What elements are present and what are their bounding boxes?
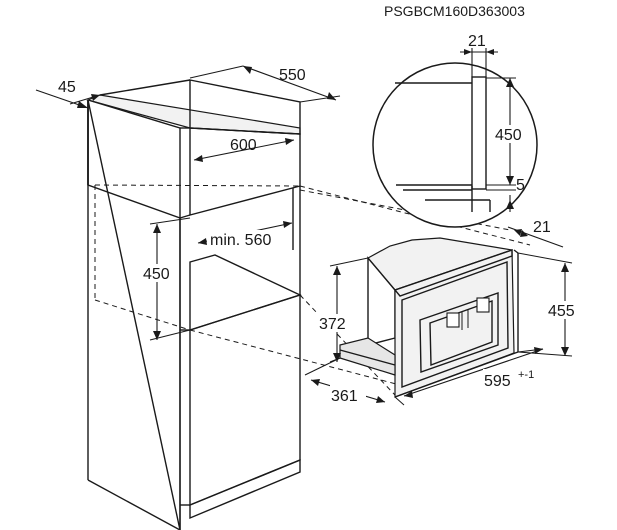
- dim-appliance-body-height: 372: [319, 316, 346, 333]
- dim-niche-height: 450: [143, 266, 170, 283]
- dim-372: 372: [318, 257, 369, 363]
- dim-600: 600: [193, 137, 295, 162]
- cabinet-niche-floor: [189, 254, 302, 331]
- cabinet-left-side: [87, 99, 181, 530]
- dim-appliance-depth: 361: [331, 388, 358, 405]
- dim-cabinet-depth: 550: [279, 67, 306, 84]
- dim-550: 550: [189, 65, 341, 103]
- appliance-dispenser-recess: [419, 292, 499, 373]
- appliance-spout: [446, 312, 460, 328]
- appliance-front-inner: [401, 261, 509, 389]
- dim-appliance-width-tolerance: +-1: [518, 369, 534, 381]
- detail-view: 21 450 5: [372, 33, 538, 228]
- dim-appliance-height: 455: [548, 303, 575, 320]
- dim-21-appliance: 21: [507, 219, 564, 248]
- dim-appliance-front: 21: [533, 219, 551, 236]
- product-code: PSGBCM160D363003: [384, 3, 525, 19]
- dim-niche-depth: min. 560: [210, 232, 271, 249]
- dim-detail-gap: 5: [516, 177, 525, 194]
- dim-detail-height: 450: [495, 127, 522, 144]
- dim-45: 45: [35, 79, 101, 109]
- cabinet-lower-panel: [189, 294, 301, 507]
- dim-361: 361: [304, 357, 386, 405]
- cabinet: [86, 79, 302, 530]
- cabinet-plinth: [189, 458, 301, 520]
- coffee-machine: [339, 237, 519, 398]
- detail-circle: [372, 62, 538, 228]
- appliance-base-tray: [339, 337, 396, 376]
- dim-455: 455: [517, 252, 581, 357]
- dim-cabinet-width: 600: [230, 137, 257, 154]
- dim-cabinet-side: 45: [58, 79, 76, 96]
- dim-min-560: min. 560: [197, 221, 293, 249]
- dim-450-niche: 450: [142, 217, 191, 341]
- dim-595: 595 +-1: [394, 347, 544, 406]
- detail-front-panel: [471, 76, 487, 190]
- dim-detail-thickness: 21: [468, 33, 486, 50]
- dim-appliance-width: 595: [484, 373, 511, 390]
